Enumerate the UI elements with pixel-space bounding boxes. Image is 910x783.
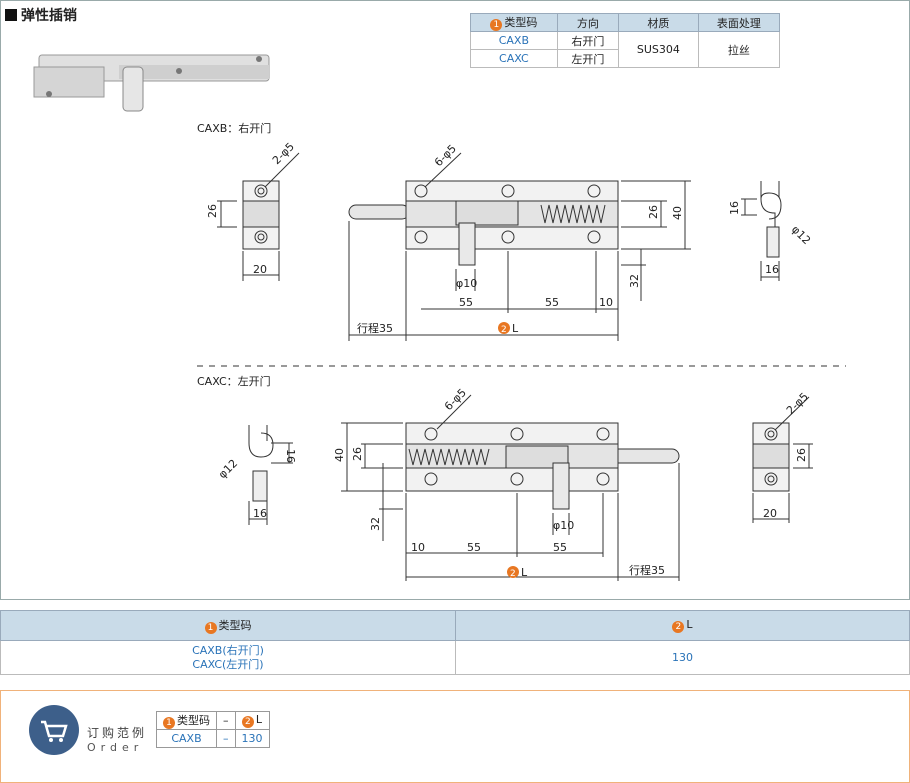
dim-c-holes6: 6-φ5 <box>442 386 469 413</box>
dim-b-32: 32 <box>628 274 641 288</box>
dim-c-10: 10 <box>411 541 425 554</box>
dim-b-phi10: φ10 <box>456 277 477 290</box>
table-row: CAXC 左开门 <box>470 49 780 68</box>
table-row: CAXB 右开门 SUS304 拉丝 <box>470 31 781 68</box>
dim-b-26r: 26 <box>647 205 660 219</box>
dim-c-phi12: φ12 <box>216 457 240 481</box>
dim-b-55a: 55 <box>459 296 473 309</box>
order-title: 订购范例 <box>87 726 148 740</box>
table-row: CAXB(右开门) CAXC(左开门) 130 <box>0 640 910 675</box>
dim-c-16: 16 <box>284 449 297 463</box>
dim-c-16b: 16 <box>253 507 267 520</box>
dim-c-stroke: 行程35 <box>629 564 665 577</box>
dim-c-55b: 55 <box>553 541 567 554</box>
svg-text:2: 2 <box>501 325 507 335</box>
dim-b-40: 40 <box>671 206 684 220</box>
dim-b-20: 20 <box>253 263 267 276</box>
dim-c-40: 40 <box>333 448 346 462</box>
view-b-label: CAXB：右开门 <box>197 122 272 135</box>
dim-b-holes6: 6-φ5 <box>432 142 459 169</box>
spec-header-surface: 表面处理 <box>697 13 781 32</box>
dim-b-phi12: φ12 <box>789 223 813 247</box>
order-subtitle: Order <box>87 741 144 754</box>
dim-c-32: 32 <box>369 517 382 531</box>
cart-icon <box>29 705 79 755</box>
dim-c-55a: 55 <box>467 541 481 554</box>
spec-header-direction: 方向 <box>556 13 620 32</box>
technical-drawing: 2-φ5 26 20 6-φ5 26 40 φ10 32 55 55 10 行程… <box>197 140 846 581</box>
dim-b-10: 10 <box>599 296 613 309</box>
table-row: CAXB – 130 <box>156 729 270 748</box>
spec-header-material: 材质 <box>618 13 699 32</box>
dim-c-26r: 26 <box>795 448 808 462</box>
dim-b-L: L <box>512 322 519 335</box>
dim-c-L: L <box>521 566 528 579</box>
title-square-icon <box>5 9 17 21</box>
svg-text:2: 2 <box>510 569 516 579</box>
dim-c-20: 20 <box>763 507 777 520</box>
dim-b-holes: 2-φ5 <box>270 140 297 167</box>
dim-b-16: 16 <box>728 201 741 215</box>
product-photo <box>33 54 270 112</box>
dim-c-26: 26 <box>351 447 364 461</box>
view-c-label: CAXC：左开门 <box>197 375 271 388</box>
dim-b-stroke: 行程35 <box>357 322 393 335</box>
dim-c-holes: 2-φ5 <box>784 390 811 417</box>
dim-b-26: 26 <box>206 204 219 218</box>
dim-c-phi10: φ10 <box>553 519 574 532</box>
dim-b-16b: 16 <box>765 263 779 276</box>
page-title: 弹性插销 <box>5 5 77 25</box>
dim-b-55b: 55 <box>545 296 559 309</box>
